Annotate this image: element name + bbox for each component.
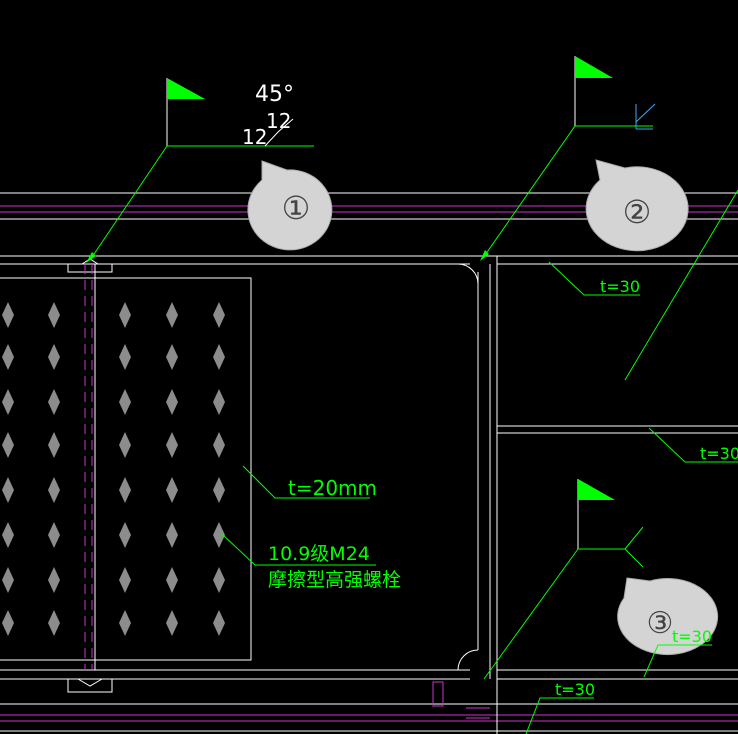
t30-leader-a — [548, 261, 640, 296]
backing-plate-bottom — [67, 678, 113, 693]
bolt-icon — [213, 522, 225, 548]
bolt-spec-leader — [221, 533, 376, 566]
bolt-icon — [213, 302, 225, 328]
bottom-detail — [432, 681, 490, 719]
bolt-icon — [166, 477, 178, 503]
bolt-icon — [213, 610, 225, 636]
callout-3-label: ③ — [647, 606, 674, 641]
weld-size-bottom: 12 — [242, 125, 267, 149]
callout-bubble-2: ② — [585, 159, 689, 252]
bolt-icon — [119, 522, 131, 548]
weld-flag-1 — [86, 78, 314, 263]
t30-leader-d — [525, 697, 594, 734]
t30-label-c: t=30 — [672, 627, 712, 646]
bolt-icon — [166, 567, 178, 593]
bolt-icon — [119, 432, 131, 458]
callout-2-label: ② — [623, 193, 652, 231]
bolt-grid — [2, 302, 225, 636]
bolt-icon — [2, 522, 14, 548]
callout-1-label: ① — [282, 189, 311, 227]
bolt-icon — [213, 389, 225, 415]
bolt-icon — [166, 522, 178, 548]
bolt-icon — [166, 344, 178, 370]
bolt-icon — [119, 567, 131, 593]
backing-plate-top — [67, 258, 113, 273]
bolt-icon — [119, 610, 131, 636]
callout-bubble-1: ① — [247, 160, 333, 251]
bolt-type-label: 摩擦型高强螺栓 — [268, 569, 401, 591]
bolt-icon — [48, 522, 60, 548]
bottom-flange — [0, 669, 738, 732]
plate-thickness-label: t=20mm — [288, 476, 377, 500]
bolt-icon — [166, 389, 178, 415]
bolt-icon — [2, 477, 14, 503]
bolt-icon — [48, 302, 60, 328]
bolt-icon — [119, 477, 131, 503]
splice-joint-line — [84, 264, 96, 670]
weld-angle-label: 45° — [255, 82, 294, 107]
t30-leader-c — [643, 644, 712, 678]
bolt-icon — [119, 389, 131, 415]
weld-flag-2 — [480, 56, 653, 261]
bolt-icon — [166, 432, 178, 458]
bolt-grade-label: 10.9级M24 — [268, 543, 370, 565]
bolt-icon — [213, 477, 225, 503]
bottom-centerlines — [0, 714, 738, 722]
bolt-icon — [119, 302, 131, 328]
t30-label-a: t=30 — [600, 277, 640, 296]
weld-flag-3 — [483, 479, 644, 680]
bolt-icon — [48, 610, 60, 636]
long-leader — [624, 189, 738, 381]
bolt-icon — [2, 432, 14, 458]
t30-label-d: t=30 — [555, 680, 595, 699]
bolt-icon — [2, 344, 14, 370]
bolt-icon — [48, 567, 60, 593]
bolt-icon — [213, 432, 225, 458]
bolt-icon — [48, 477, 60, 503]
bolt-icon — [213, 567, 225, 593]
bolt-icon — [48, 389, 60, 415]
bolt-icon — [2, 610, 14, 636]
plate-thickness-leader — [242, 465, 370, 499]
bolt-icon — [119, 344, 131, 370]
column-web — [457, 256, 498, 734]
bolt-icon — [166, 610, 178, 636]
weld-size-top: 12 — [266, 109, 291, 133]
bolt-icon — [48, 432, 60, 458]
bolt-icon — [2, 302, 14, 328]
bolt-icon — [48, 344, 60, 370]
bolt-icon — [2, 389, 14, 415]
splice-plate — [0, 277, 252, 661]
t30-leader-b — [648, 427, 738, 463]
fillet-weld-symbol-icon — [635, 103, 656, 130]
stiffener-plate — [497, 425, 738, 434]
t30-label-b: t=30 — [700, 444, 738, 463]
bolt-icon — [2, 567, 14, 593]
bolt-icon — [213, 344, 225, 370]
bolt-icon — [166, 302, 178, 328]
